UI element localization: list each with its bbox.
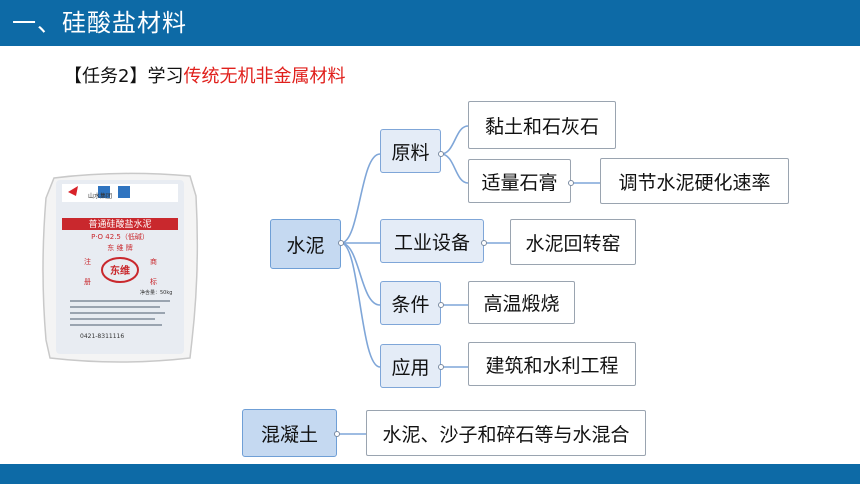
leaf-hardening-rate: 调节水泥硬化速率 [600, 158, 789, 204]
collapse-dot-icon[interactable] [438, 302, 444, 308]
bag-logo: 东维 [110, 264, 130, 277]
leaf-rotary-kiln: 水泥回转窑 [510, 219, 636, 265]
bag-reg-right2: 标 [150, 277, 157, 286]
branch-node-applications: 应用 [380, 344, 441, 388]
task-line: 【任务2】学习传统无机非金属材料 [64, 64, 345, 90]
header-bar: 一、硅酸盐材料 [0, 0, 860, 46]
collapse-dot-icon[interactable] [438, 364, 444, 370]
concrete-node: 混凝土 [242, 409, 337, 457]
collapse-dot-icon[interactable] [438, 151, 444, 157]
bag-reg-right: 商 [150, 257, 157, 266]
collapse-dot-icon[interactable] [334, 431, 340, 437]
footer-bar [0, 464, 860, 484]
bag-reg-left: 注 [84, 257, 91, 266]
bag-phone: 0421-8311116 [80, 333, 124, 340]
branch-node-materials: 原料 [380, 129, 441, 173]
concrete-description: 水泥、沙子和碎石等与水混合 [366, 410, 646, 456]
leaf-gypsum: 适量石膏 [468, 159, 571, 203]
collapse-dot-icon[interactable] [481, 240, 487, 246]
branch-node-conditions: 条件 [380, 281, 441, 325]
collapse-dot-icon[interactable] [568, 180, 574, 186]
cement-bag-image: 普通硅酸盐水泥 P·O 42.5（低碱） 东 维 牌 东维 注 商 册 标 净含… [40, 170, 200, 365]
collapse-dot-icon[interactable] [338, 240, 344, 246]
bag-weight: 净含量：50kg [140, 289, 172, 296]
branch-node-equipment: 工业设备 [380, 219, 484, 263]
task-highlight: 传统无机非金属材料 [183, 66, 346, 87]
bag-grade: P·O 42.5（低碱） [91, 232, 149, 241]
page-title: 一、硅酸盐材料 [12, 9, 187, 37]
cement-bag-illustration: 普通硅酸盐水泥 P·O 42.5（低碱） 东 维 牌 东维 注 商 册 标 净含… [42, 172, 199, 363]
bag-product-name: 普通硅酸盐水泥 [88, 218, 151, 230]
leaf-high-temp-calcination: 高温煅烧 [468, 281, 575, 324]
bag-brand: 山水集团 [88, 192, 112, 200]
root-node-cement: 水泥 [270, 219, 341, 269]
leaf-construction: 建筑和水利工程 [468, 342, 636, 386]
task-prefix: 【任务2】学习 [64, 66, 184, 87]
bag-reg-left2: 册 [84, 278, 91, 286]
bag-mark: 东 维 牌 [107, 243, 132, 252]
leaf-clay-limestone: 黏土和石灰石 [468, 101, 616, 149]
